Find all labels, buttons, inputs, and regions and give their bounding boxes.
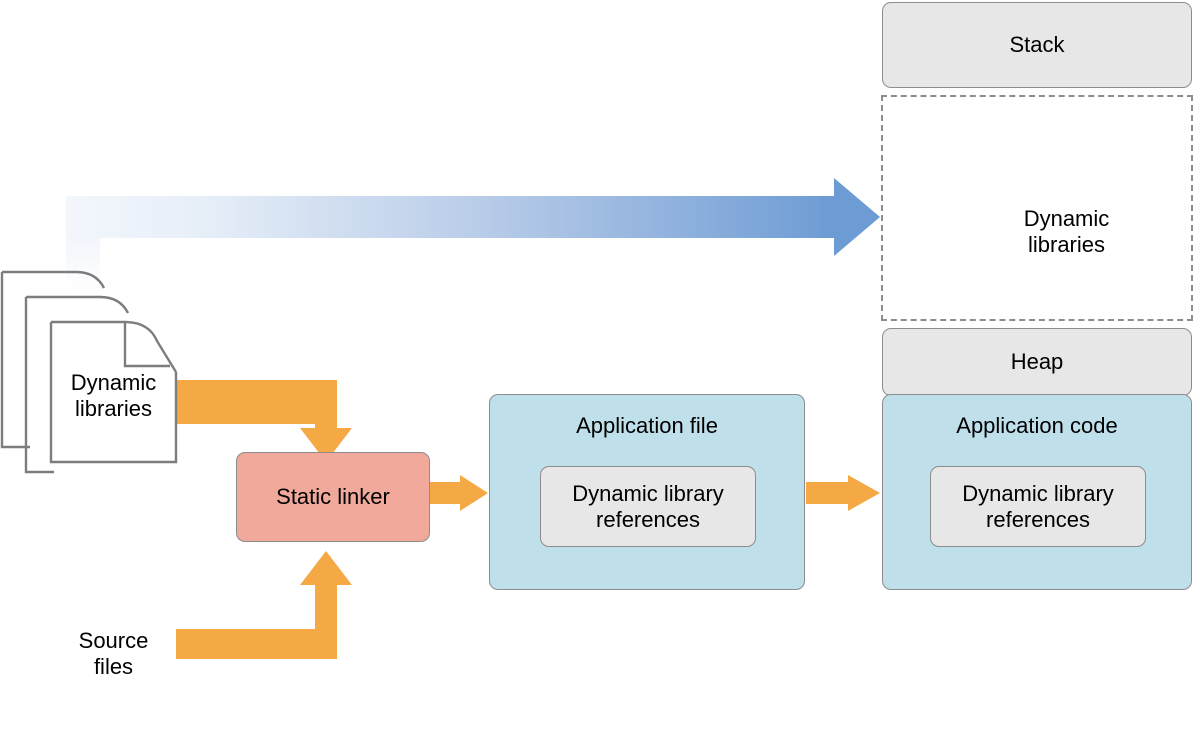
application-code-inner-label: Dynamic library references (962, 480, 1114, 532)
orange-arrow-linker-to-appfile (428, 475, 488, 511)
static-linker-box[interactable]: Static linker (236, 452, 430, 542)
orange-arrow-sourcefiles-to-linker (176, 551, 352, 659)
orange-arrow-dynlibs-to-linker (176, 380, 352, 462)
document-stack-dynamic-libraries-source (0, 270, 178, 474)
application-file-title: Application file (576, 413, 718, 438)
application-file-box[interactable]: Application file Dynamic library referen… (489, 394, 805, 590)
stack-label: Stack (1009, 32, 1065, 58)
application-file-inner-label: Dynamic library references (572, 480, 724, 532)
dynamic-libraries-memory-region (881, 95, 1193, 321)
application-code-box[interactable]: Application code Dynamic library referen… (882, 394, 1192, 590)
application-code-title: Application code (956, 413, 1118, 438)
static-linker-label: Static linker (276, 484, 390, 510)
blue-load-arrow (66, 178, 880, 292)
application-code-inner-box: Dynamic library references (930, 466, 1146, 547)
heap-label: Heap (1010, 349, 1064, 375)
orange-arrow-appfile-to-appcode (806, 475, 880, 511)
heap-box[interactable]: Heap (882, 328, 1192, 396)
stack-box[interactable]: Stack (882, 2, 1192, 88)
application-file-inner-box: Dynamic library references (540, 466, 756, 547)
